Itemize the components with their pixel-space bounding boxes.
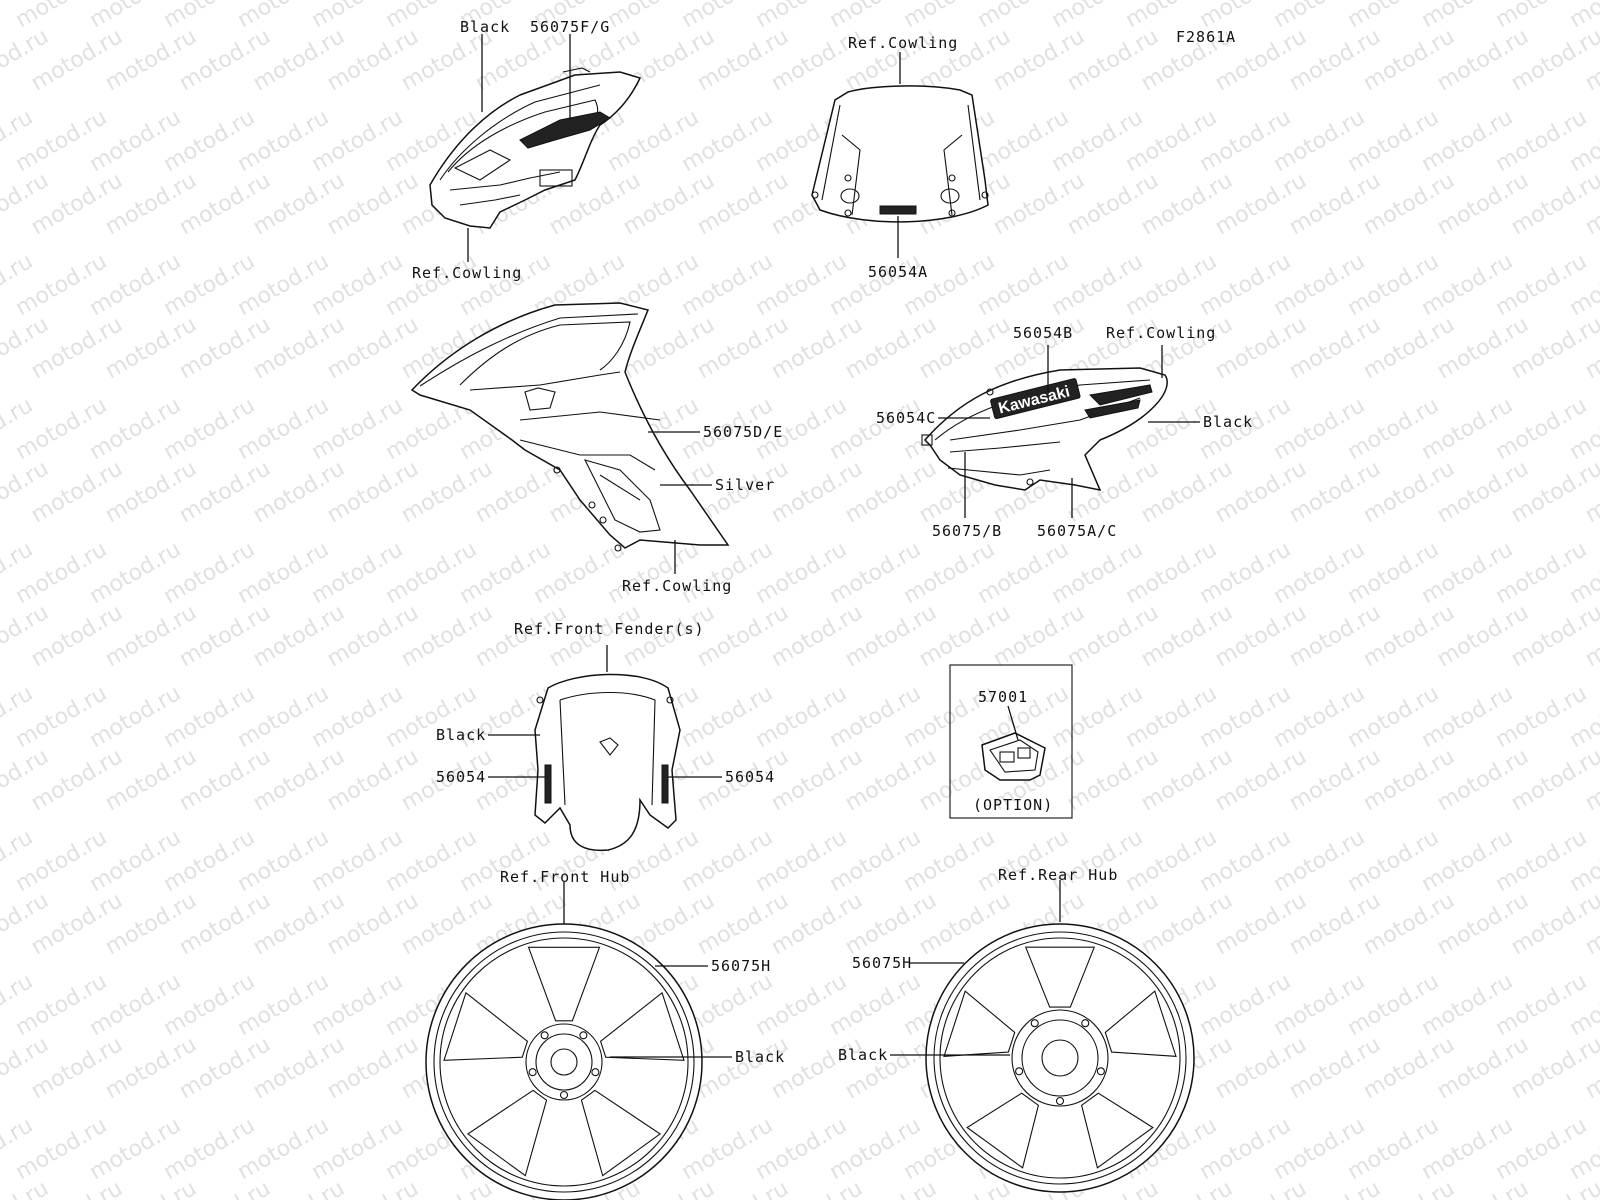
figure-code: F2861A xyxy=(1176,28,1236,46)
side-cover-part: Kawasaki xyxy=(921,367,1168,492)
label-black-fender: Black xyxy=(436,726,486,744)
hub-bolt xyxy=(528,1068,537,1077)
wheel-spoke xyxy=(443,991,529,1061)
rim-inner xyxy=(939,937,1181,1179)
rim-inner xyxy=(439,937,689,1187)
windshield-part xyxy=(811,85,989,223)
wheel-spoke xyxy=(580,1089,662,1177)
label-56054-right: 56054 xyxy=(725,768,775,786)
label-56075b: 56075/B xyxy=(932,522,1002,540)
label-56054a: 56054A xyxy=(868,263,928,281)
label-56075de: 56075D/E xyxy=(703,423,783,441)
hub-bolt xyxy=(579,1031,588,1040)
wheel-spoke xyxy=(599,991,685,1061)
wheel-spoke xyxy=(1024,946,1096,1008)
label-56054-left: 56054 xyxy=(436,768,486,786)
label-ref-rear-hub: Ref.Rear Hub xyxy=(998,866,1118,884)
hub-bolt xyxy=(540,1031,549,1040)
hub-center xyxy=(1041,1039,1079,1077)
label-ref-cowling-1: Ref.Cowling xyxy=(412,264,522,282)
label-option: (OPTION) xyxy=(973,796,1053,814)
wheel-spoke xyxy=(466,1089,548,1177)
label-ref-cowling-4: Ref.Cowling xyxy=(1106,324,1216,342)
leader-57001 xyxy=(1007,705,1019,741)
hub-bolt xyxy=(1030,1019,1039,1028)
label-ref-cowling-3: Ref.Cowling xyxy=(622,577,732,595)
label-56075fg: 56075F/G xyxy=(530,18,610,36)
rim-outer xyxy=(925,923,1195,1193)
hub-mid xyxy=(535,1033,593,1091)
hub-outer xyxy=(1011,1009,1109,1107)
hub-bolt xyxy=(1015,1067,1024,1076)
label-56075h-rear: 56075H xyxy=(852,954,912,972)
hub-bolt xyxy=(559,1090,569,1100)
label-black-front-wheel: Black xyxy=(735,1048,785,1066)
wheel-spoke xyxy=(1080,1092,1154,1169)
wheel-spoke xyxy=(527,946,601,1022)
rim-line xyxy=(433,931,695,1193)
hub-center xyxy=(550,1048,578,1076)
label-silver: Silver xyxy=(715,476,775,494)
hub-bolt xyxy=(1055,1096,1065,1106)
label-black-rear-wheel: Black xyxy=(838,1046,888,1064)
hub-bolt xyxy=(1096,1067,1105,1076)
label-black-side: Black xyxy=(1203,413,1253,431)
label-56054b: 56054B xyxy=(1013,324,1073,342)
hub-bolt xyxy=(591,1068,600,1077)
upper-cowling-part xyxy=(429,67,642,229)
wheel-spoke xyxy=(1104,990,1177,1057)
wheel-spoke xyxy=(966,1092,1040,1169)
label-ref-front-fender: Ref.Front Fender(s) xyxy=(514,620,705,638)
label-56075ac: 56075A/C xyxy=(1037,522,1117,540)
rear-wheel-part xyxy=(925,923,1195,1193)
label-56075h-front: 56075H xyxy=(711,957,771,975)
front-fender-part xyxy=(534,673,681,852)
side-fairing-part xyxy=(410,302,730,552)
label-ref-cowling-2: Ref.Cowling xyxy=(848,34,958,52)
label-56054c: 56054C xyxy=(876,409,936,427)
rim-line xyxy=(933,931,1187,1185)
hub-outer xyxy=(525,1023,603,1101)
hub-mid xyxy=(1021,1019,1099,1097)
option-box xyxy=(949,664,1073,819)
label-57001: 57001 xyxy=(978,688,1028,706)
hub-bolt xyxy=(1081,1019,1090,1028)
label-black-top: Black xyxy=(460,18,510,36)
label-ref-front-hub: Ref.Front Hub xyxy=(500,868,630,886)
